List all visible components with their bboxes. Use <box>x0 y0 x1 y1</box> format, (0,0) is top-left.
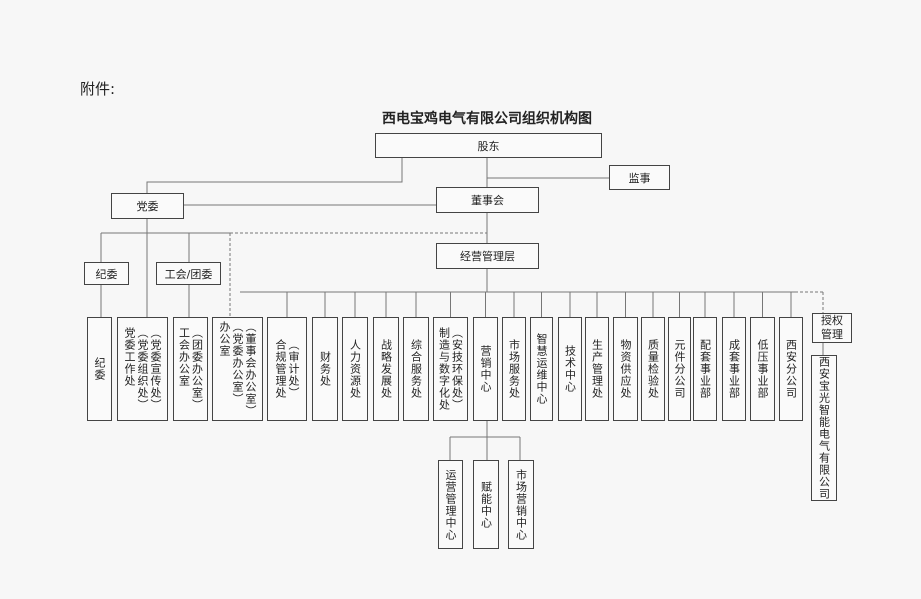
department-label: 物资供应处 <box>619 339 632 399</box>
department-box: 纪委 <box>87 317 112 421</box>
marketing-unit-box: 赋能中心 <box>473 460 499 549</box>
marketing-unit-box: 运营管理中心 <box>438 460 463 549</box>
chart-title: 西电宝鸡电气有限公司组织机构图 <box>382 111 592 127</box>
supervisor-box: 监事 <box>609 165 670 190</box>
department-box: 智慧运维中心 <box>530 317 553 421</box>
shareholders-box: 股东 <box>375 133 602 158</box>
department-box: 低压事业部 <box>750 317 775 421</box>
department-label: 战略发展处 <box>379 339 393 399</box>
department-box: （党委宣传处） （党委组织处） 党委工作处 <box>117 317 168 421</box>
department-label: 纪委 <box>93 357 106 381</box>
department-box: 物资供应处 <box>613 317 638 421</box>
department-box: （董事会办公室） （党委办公室） 办公室 <box>212 317 263 421</box>
marketing-unit-label: 赋能中心 <box>479 480 493 529</box>
department-label: 质量检验处 <box>646 339 660 399</box>
discipline-box: 纪委 <box>84 262 129 285</box>
department-box: 综合服务处 <box>403 317 429 421</box>
department-label: 市场服务处 <box>507 339 521 399</box>
department-box: 配套事业部 <box>693 317 717 421</box>
department-label: （安技环保处） 制造与数字化处 <box>437 327 464 411</box>
department-label: 财务处 <box>318 351 332 387</box>
union-box: 工会/团委 <box>156 262 221 285</box>
subsidiary-box: 西安宝光智能电气有限公司 <box>811 355 837 501</box>
subsidiary-label: 西安宝光智能电气有限公司 <box>817 356 831 500</box>
department-box: （团委办公室） 工会办公室 <box>173 317 208 421</box>
department-label: （董事会办公室） （党委办公室） 办公室 <box>218 321 257 417</box>
department-box: （审计处） 合规管理处 <box>267 317 307 421</box>
department-box: 战略发展处 <box>373 317 399 421</box>
department-box: 市场服务处 <box>502 317 526 421</box>
department-label: 西安分公司 <box>784 339 798 399</box>
department-box: 质量检验处 <box>641 317 665 421</box>
department-label: 生产管理处 <box>590 339 604 399</box>
management-box: 经营管理层 <box>436 243 539 269</box>
department-label: 成套事业部 <box>727 339 741 399</box>
board-box: 董事会 <box>436 187 539 213</box>
department-label: 营销中心 <box>479 345 492 393</box>
marketing-unit-label: 市场营销中心 <box>514 468 528 541</box>
department-label: 人力资源处 <box>348 339 362 399</box>
department-box: 技术中心 <box>558 317 582 421</box>
department-box: 人力资源处 <box>342 317 368 421</box>
department-label: 综合服务处 <box>409 339 423 399</box>
department-box: 成套事业部 <box>722 317 746 421</box>
marketing-unit-label: 运营管理中心 <box>444 468 457 541</box>
department-label: 配套事业部 <box>698 339 712 399</box>
department-label: 低压事业部 <box>756 339 769 399</box>
department-box: （安技环保处） 制造与数字化处 <box>433 317 468 421</box>
party-committee-box: 党委 <box>111 193 184 219</box>
marketing-unit-box: 市场营销中心 <box>508 460 534 549</box>
department-box: 元件分公司 <box>668 317 691 421</box>
department-label: （团委办公室） 工会办公室 <box>177 327 204 411</box>
authorized-box: 授权管理 <box>812 313 852 343</box>
department-label: （党委宣传处） （党委组织处） 党委工作处 <box>123 327 162 411</box>
department-box: 营销中心 <box>473 317 498 421</box>
attachment-label: 附件: <box>80 80 116 98</box>
department-box: 生产管理处 <box>585 317 609 421</box>
department-label: 技术中心 <box>563 345 577 393</box>
department-label: 元件分公司 <box>673 339 686 399</box>
department-box: 西安分公司 <box>779 317 803 421</box>
department-box: 财务处 <box>312 317 338 421</box>
department-label: 智慧运维中心 <box>535 333 548 405</box>
department-label: （审计处） 合规管理处 <box>274 339 300 399</box>
